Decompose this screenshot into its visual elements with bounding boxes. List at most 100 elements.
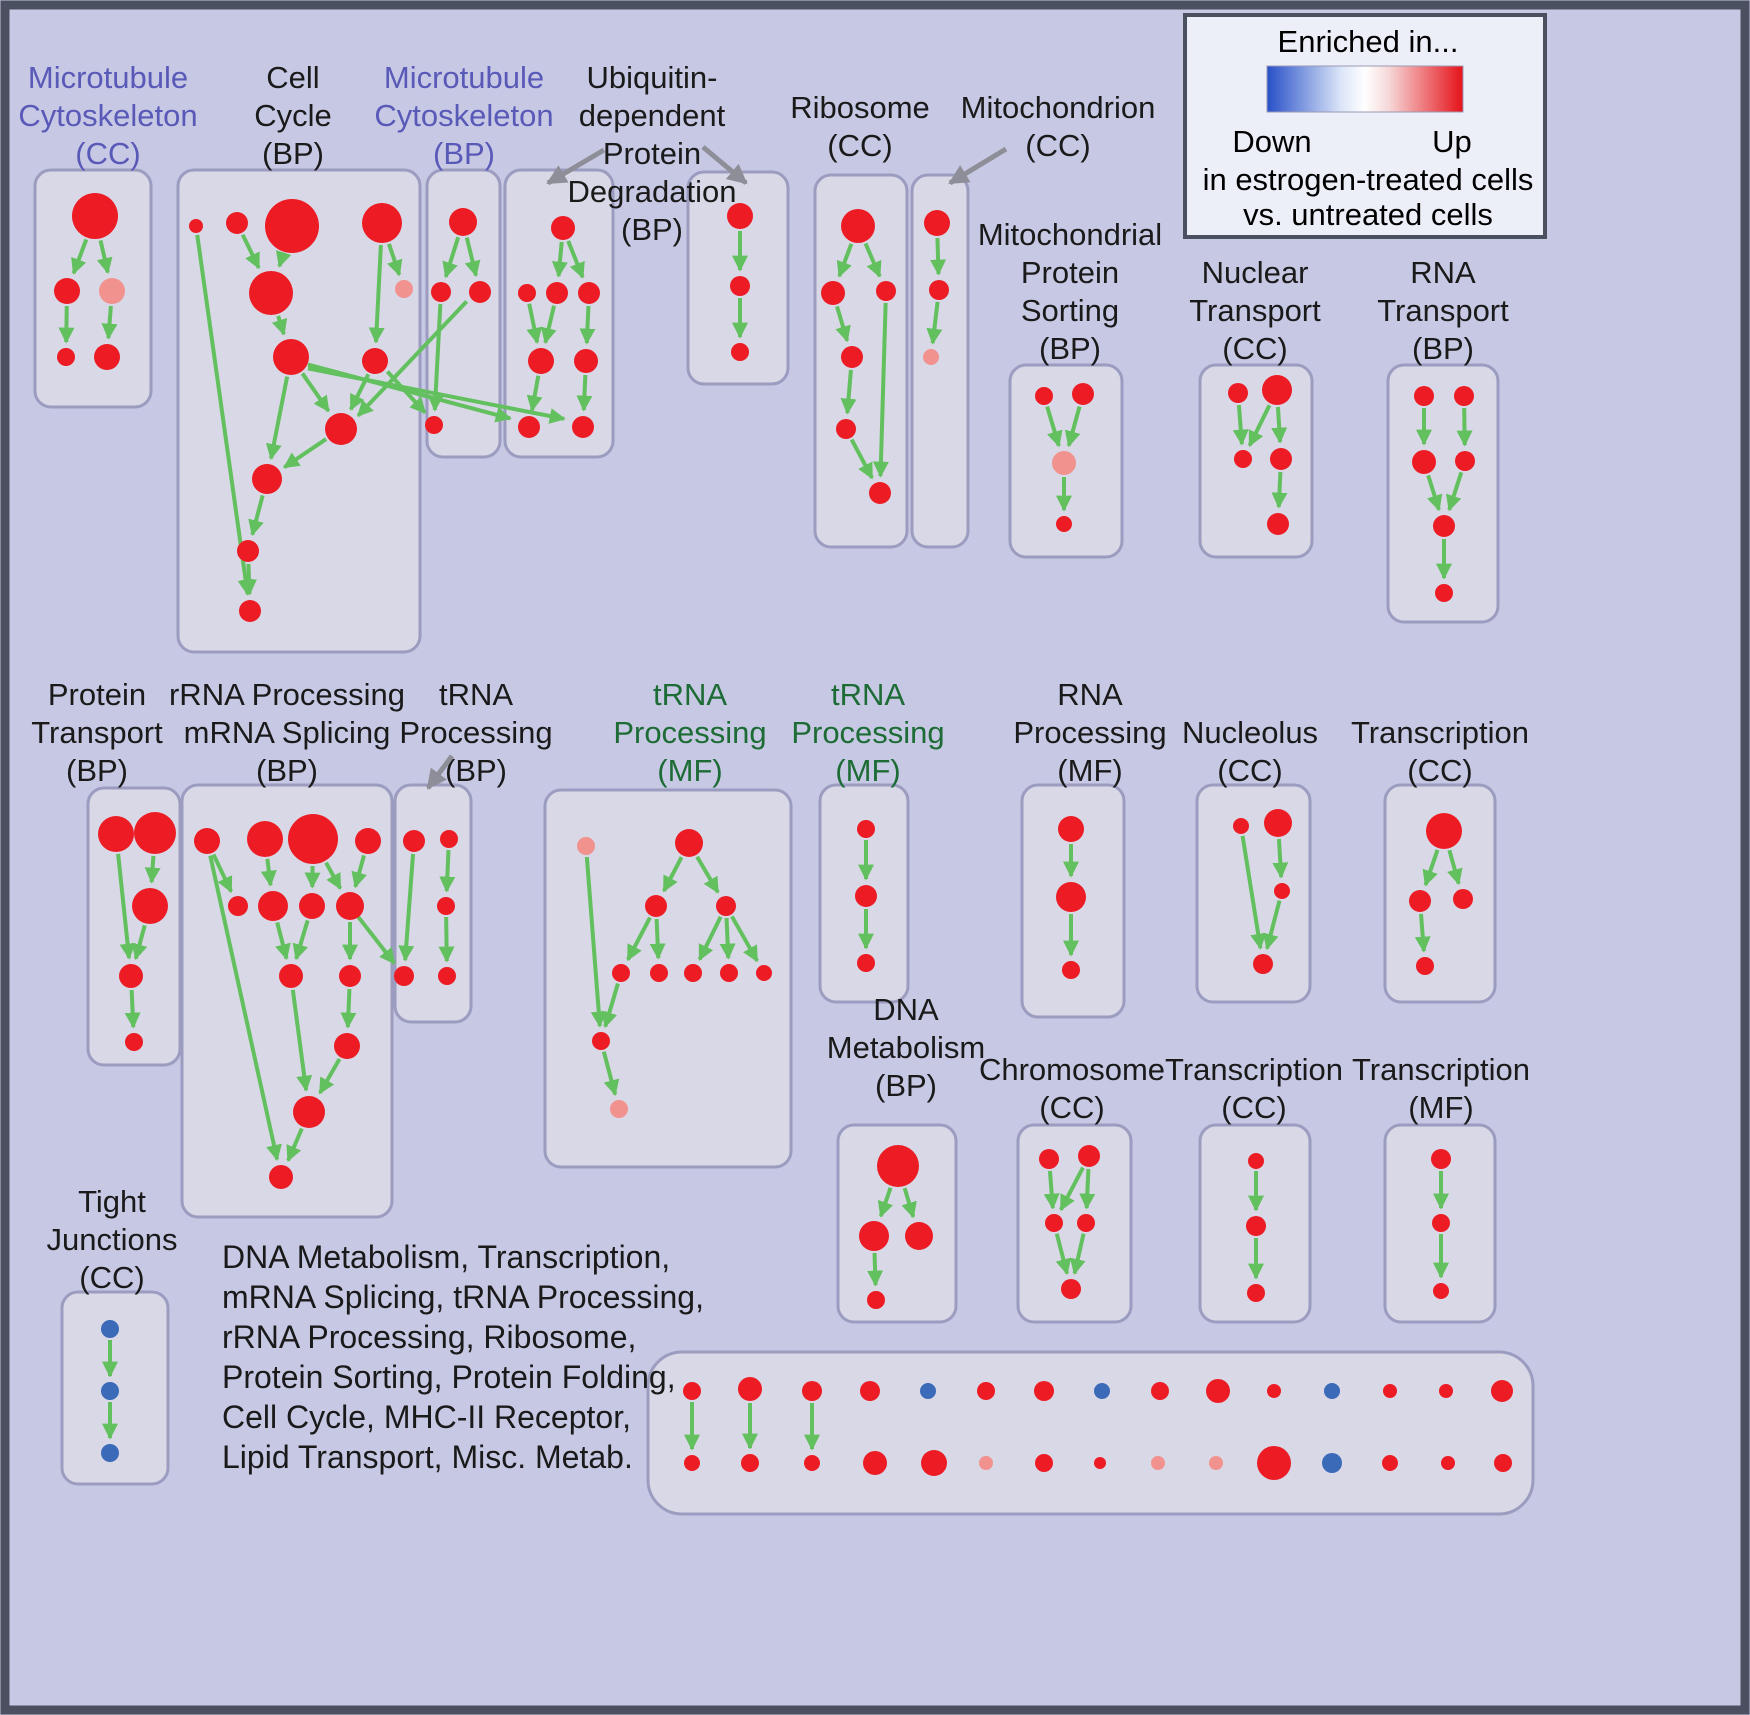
go-term-node xyxy=(979,1456,993,1470)
go-term-node xyxy=(920,1383,936,1399)
edge-arrow xyxy=(526,375,543,412)
edge-arrow xyxy=(439,849,456,893)
go-term-node xyxy=(720,964,738,982)
go-term-node xyxy=(425,416,443,434)
edge-arrow xyxy=(566,240,585,279)
go-term-node xyxy=(228,896,248,916)
go-term-node xyxy=(54,278,80,304)
edge-arrow xyxy=(438,916,455,963)
edge-arrow xyxy=(840,369,857,415)
go-term-node xyxy=(1062,961,1080,979)
go-term-node xyxy=(592,1032,610,1050)
edge-arrow xyxy=(260,858,277,887)
go-term-node xyxy=(1412,450,1436,474)
legend: Enriched in... Down Up in estrogen-treat… xyxy=(1183,13,1547,239)
legend-down-label: Down xyxy=(1232,124,1311,159)
edge-arrow xyxy=(662,856,684,893)
go-term-node xyxy=(339,965,361,987)
go-term-node xyxy=(325,413,357,445)
go-term-node xyxy=(518,284,536,302)
edge-arrow xyxy=(283,437,328,469)
edge-arrow xyxy=(1271,471,1288,509)
go-term-node xyxy=(101,1320,119,1338)
legend-up-label: Up xyxy=(1432,124,1472,159)
go-term-node xyxy=(1274,883,1290,899)
nodes-layer xyxy=(54,193,1513,1480)
go-term-node xyxy=(741,1454,759,1472)
go-term-node xyxy=(869,482,891,504)
edge-arrow xyxy=(265,376,290,460)
edge-arrow xyxy=(58,305,75,344)
go-term-node xyxy=(336,892,364,920)
go-term-node xyxy=(119,964,143,988)
edge-arrow xyxy=(901,1187,917,1219)
go-term-node xyxy=(1324,1383,1340,1399)
edge-arrow xyxy=(131,924,148,961)
go-term-node xyxy=(528,348,554,374)
edge-arrow xyxy=(318,1058,342,1095)
edge-arrow xyxy=(695,855,720,894)
go-term-node xyxy=(1228,383,1248,403)
go-term-node xyxy=(860,1381,880,1401)
edge-arrow xyxy=(307,366,566,424)
go-term-node xyxy=(189,219,203,233)
go-term-node xyxy=(684,1455,700,1471)
legend-box xyxy=(1183,13,1547,239)
go-term-node xyxy=(125,1033,143,1051)
go-term-node xyxy=(288,814,338,864)
edge-arrow xyxy=(1064,406,1082,448)
go-term-node xyxy=(1248,1153,1264,1169)
go-term-node xyxy=(675,829,703,857)
go-term-node xyxy=(72,193,118,239)
go-term-node xyxy=(923,349,939,365)
go-term-node xyxy=(247,821,283,857)
edge-arrow xyxy=(835,305,851,343)
edge-arrow xyxy=(697,915,723,961)
edge-arrow xyxy=(356,300,469,418)
edge-arrow xyxy=(601,982,620,1029)
go-term-node xyxy=(1322,1453,1342,1473)
go-term-node xyxy=(1382,1455,1398,1471)
edge-arrow xyxy=(930,237,947,276)
label-pointer-arrow xyxy=(426,754,454,790)
edge-arrow xyxy=(211,853,233,894)
edge-arrow xyxy=(863,242,882,278)
go-term-node xyxy=(469,281,491,303)
go-term-node xyxy=(1432,1214,1450,1232)
go-term-node xyxy=(1045,1214,1063,1232)
go-term-node xyxy=(821,281,845,305)
edge-arrow xyxy=(195,234,254,596)
go-term-node xyxy=(859,1221,889,1251)
edge-arrow xyxy=(926,301,943,345)
go-term-node xyxy=(1078,1145,1100,1167)
edge-arrow xyxy=(324,861,343,890)
label-pointer-arrow xyxy=(701,145,748,185)
go-term-node xyxy=(273,339,309,375)
go-term-node xyxy=(362,203,402,243)
ribosome-cc-label: Ribosome(CC) xyxy=(790,90,930,163)
go-term-node xyxy=(612,964,630,982)
go-term-node xyxy=(1267,1384,1281,1398)
transcription-cc-2-label: Transcription(CC) xyxy=(1165,1052,1343,1125)
edge-arrow xyxy=(1446,471,1464,512)
edge-arrow xyxy=(464,237,481,278)
go-term-node xyxy=(1209,1456,1223,1470)
go-term-node xyxy=(905,1222,933,1250)
edge-arrow xyxy=(398,853,416,962)
edge-arrow xyxy=(1045,405,1063,448)
edge-arrow xyxy=(1422,849,1440,887)
edge-arrow xyxy=(116,853,136,960)
go-term-node xyxy=(134,812,176,854)
go-term-node xyxy=(1061,1279,1081,1299)
legend-caption-line1: in estrogen-treated cells xyxy=(1203,162,1534,197)
mitochondrion-cc-label: Mitochondrion(CC) xyxy=(961,90,1156,163)
edge-arrow xyxy=(867,1252,884,1287)
